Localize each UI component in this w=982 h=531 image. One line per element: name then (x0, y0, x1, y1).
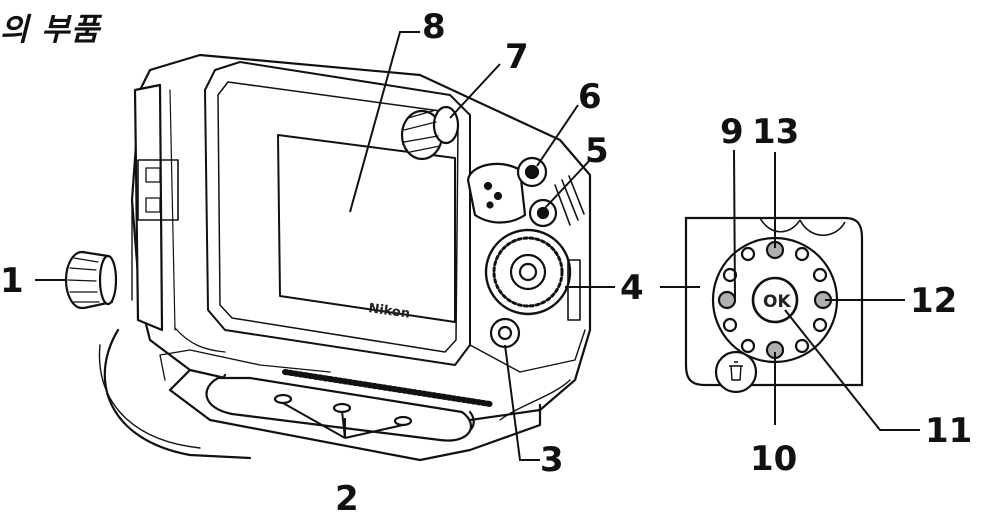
callout-11: 11 (925, 411, 972, 451)
camera-grip (103, 328, 252, 460)
callout-1: 1 (0, 261, 24, 301)
button-6[interactable] (516, 156, 548, 188)
left-knob (64, 250, 118, 310)
command-dial[interactable] (484, 228, 572, 316)
rear-frame (204, 61, 471, 366)
callout-13: 13 (752, 112, 799, 152)
button-5[interactable] (528, 198, 558, 228)
callout-6: 6 (578, 77, 602, 117)
camera-base (168, 368, 542, 462)
callout-4: 4 (620, 268, 644, 308)
body-logo: Nikon (367, 301, 411, 322)
leader-lines (35, 31, 920, 461)
side-connector (137, 159, 179, 221)
callout-3: 3 (540, 440, 564, 480)
callout-8: 8 (422, 7, 446, 47)
ok-button-label: OK (763, 292, 791, 312)
callout-5: 5 (585, 131, 609, 171)
multi-selector-left[interactable] (717, 290, 737, 310)
callout-12: 12 (910, 281, 957, 321)
button-3[interactable] (489, 317, 521, 349)
callout-2: 2 (335, 479, 359, 519)
callout-7: 7 (505, 37, 529, 77)
monitor-screen (277, 134, 456, 323)
page-title: 의 부품 (0, 12, 101, 48)
callout-10: 10 (750, 439, 797, 479)
callout-9: 9 (720, 112, 744, 152)
delete-button[interactable] (714, 350, 758, 394)
